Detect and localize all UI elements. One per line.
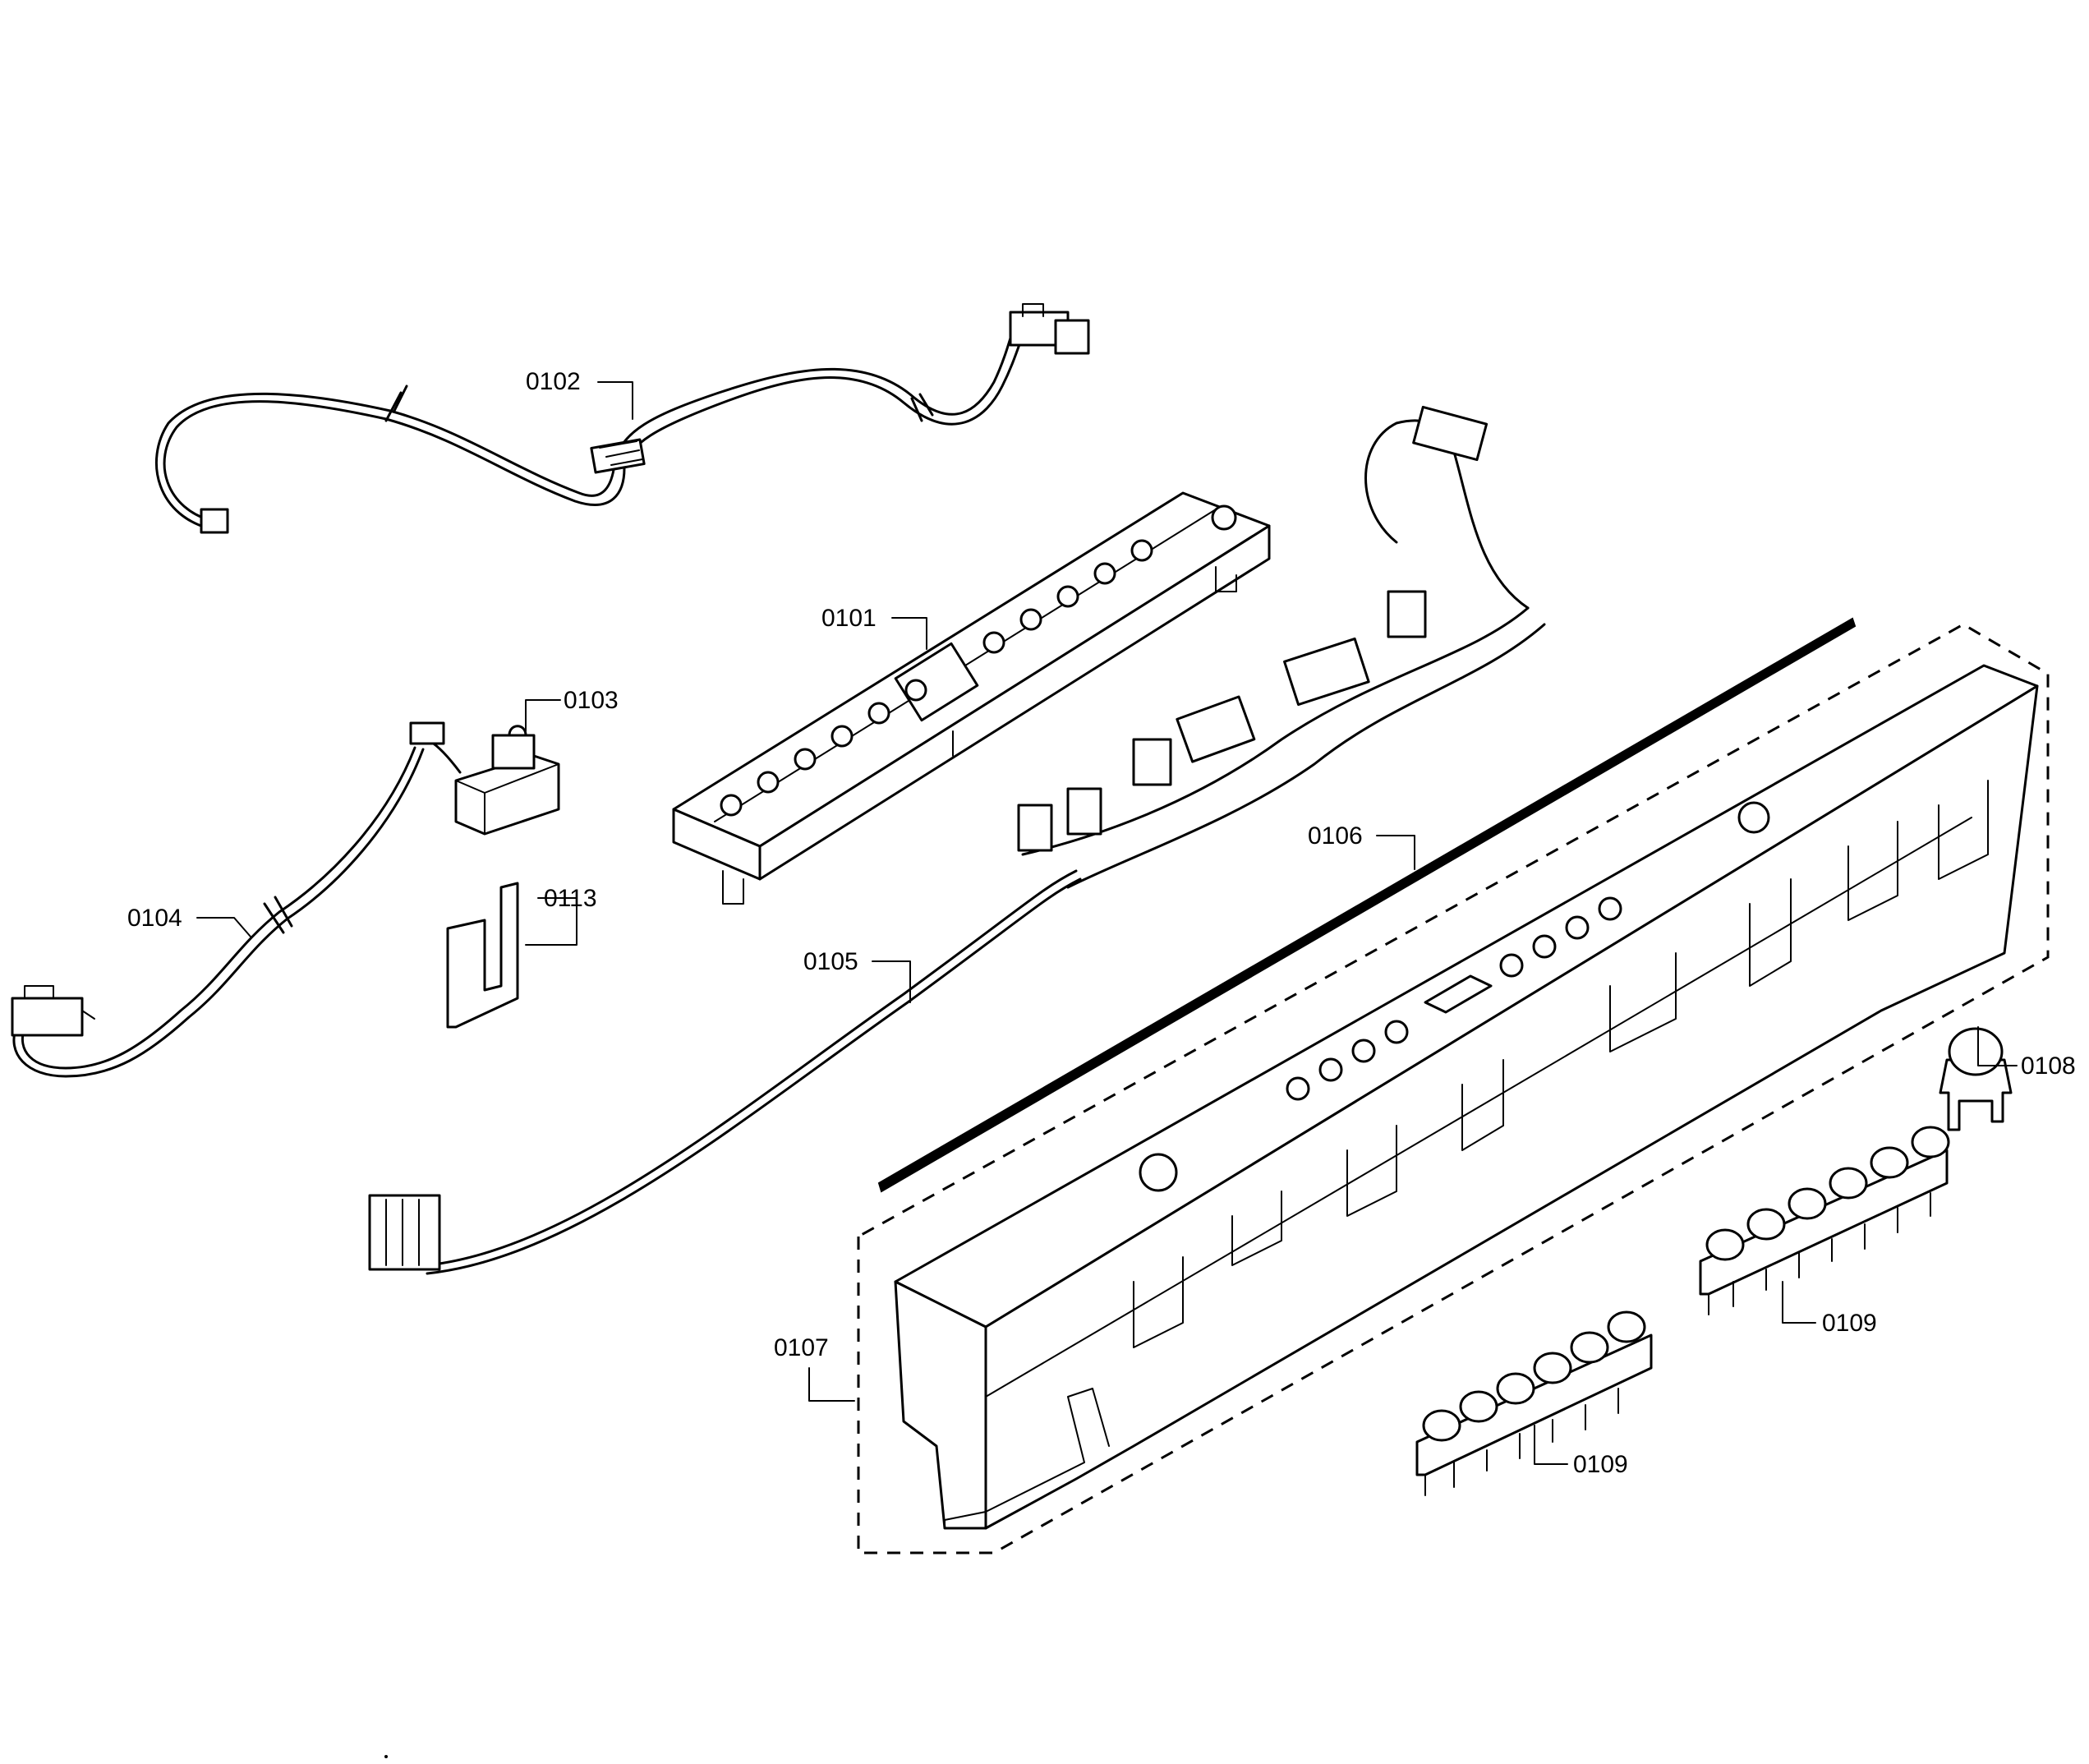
label-0107: 0107 [774, 1334, 829, 1361]
label-0102: 0102 [526, 368, 581, 395]
label-0105: 0105 [803, 948, 858, 975]
wire-0104 [11, 746, 425, 1078]
label-0109-bottom: 0109 [1573, 1451, 1628, 1478]
callout-0109-right: 0109 [1782, 1281, 1877, 1337]
switch-row-left [720, 679, 927, 817]
label-0109-right: 0109 [1822, 1310, 1877, 1337]
callout-0107: 0107 [774, 1334, 855, 1402]
label-0108: 0108 [2021, 1052, 2076, 1080]
push-button-0108 [1939, 1027, 2013, 1131]
label-0103: 0103 [564, 687, 619, 714]
label-0101: 0101 [821, 605, 877, 632]
stray-dot [384, 1755, 388, 1758]
callout-0103: 0103 [525, 687, 619, 732]
callout-0106: 0106 [1308, 822, 1415, 870]
callout-0108: 0108 [1977, 1026, 2076, 1080]
button-strip-0109-bottom [1415, 1310, 1653, 1496]
callout-0105: 0105 [803, 948, 911, 1003]
switch-board-0101 [672, 491, 1271, 905]
callout-0104: 0104 [127, 905, 251, 937]
control-panel-0107 [857, 623, 2050, 1554]
label-0104: 0104 [127, 905, 182, 932]
wire-harness-0105 [368, 405, 1546, 1275]
callout-0102: 0102 [526, 368, 633, 420]
seal-strip-0106 [877, 617, 1857, 1193]
label-0106: 0106 [1308, 822, 1363, 850]
callout-0101: 0101 [821, 605, 927, 650]
callout-0109-bottom: 0109 [1534, 1425, 1628, 1478]
callout-0113: 0113 [525, 885, 597, 946]
button-strip-0109-right [1699, 1126, 1950, 1315]
wire-harness-0102 [154, 303, 1090, 534]
bracket-0113 [446, 882, 519, 1029]
switch-row-right [982, 504, 1237, 654]
door-switch-0103 [409, 721, 560, 836]
